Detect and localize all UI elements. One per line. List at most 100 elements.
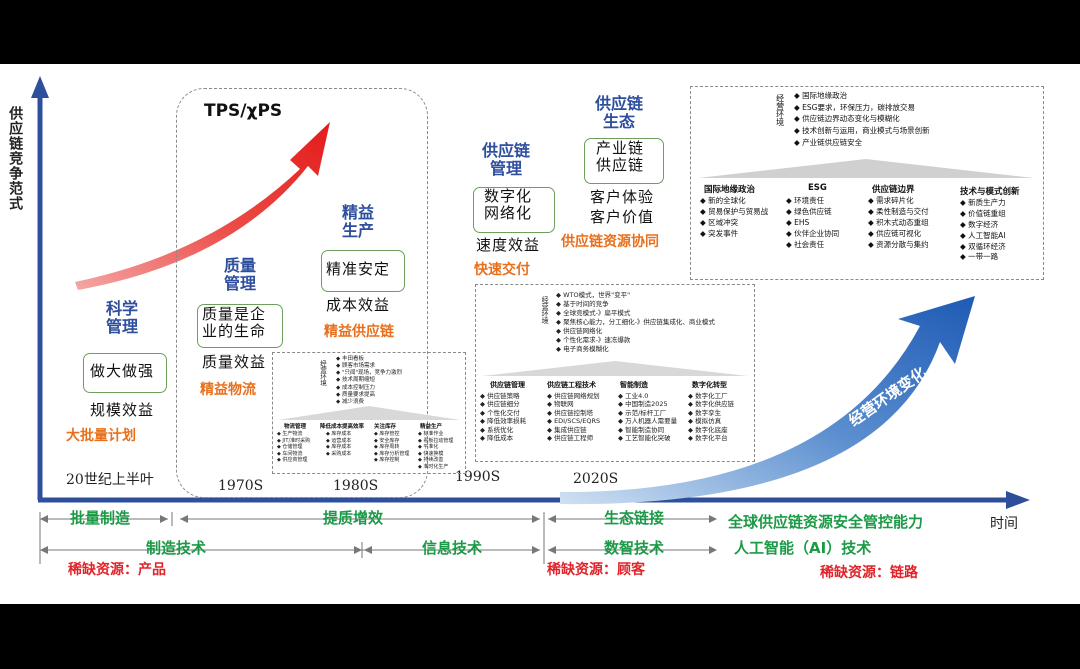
timeline-r1-0: 批量制造 xyxy=(70,509,131,527)
item: ◆ 仓储管理 xyxy=(277,444,303,450)
item: ◆ 准时化生产 xyxy=(418,463,449,470)
bullet: ◆ 顾客市场需求 xyxy=(336,363,375,370)
stage5-box xyxy=(584,138,664,184)
item: ◆ 新的全球化 xyxy=(700,196,746,205)
item: ◆ 区域冲突 xyxy=(700,217,739,227)
stage2-tag: 精益物流 xyxy=(200,382,256,398)
stage1-box-text: 做大做强 xyxy=(90,362,155,380)
box-1990-roof xyxy=(482,361,748,376)
blue-trend-arrow xyxy=(560,296,975,505)
box-2020-bullets: ◆ 国际地缘政治 ◆ ESG要求，环保压力，碳排放交易 ◆ 供应链边界动态变化与… xyxy=(794,90,930,148)
x-axis-label: 时间 xyxy=(990,516,1018,532)
item: ◆ 个性化交付 xyxy=(480,408,520,417)
item: ◆ 突发事件 xyxy=(700,228,739,238)
item: ◆ 智能制造协同 xyxy=(618,425,665,434)
item: ◆ 车间物流 xyxy=(277,450,303,457)
box-1980-col4: ◆ 标准作业 ◆ 看板拉动管理 ◆ 平准化 ◆ 快速换模 ◆ 持续改善 ◆ 准时… xyxy=(418,431,453,470)
box-1990-col1-head: 供应链管理 xyxy=(490,381,525,389)
stage4-era: 1990S xyxy=(455,469,501,485)
stage1-box xyxy=(83,353,167,393)
bullet: ◆ 技术周期缩短 xyxy=(336,377,375,384)
item: ◆ 降低成本 xyxy=(480,434,514,443)
box-1990-col1: ◆ 供应链策略 ◆ 供应链细分 ◆ 个性化交付 ◆ 降低效率损耗 ◆ 系统优化 … xyxy=(480,392,526,443)
item: ◆ 中国制造2025 xyxy=(618,400,668,409)
item: ◆ 数字孪生 xyxy=(688,408,722,417)
item: ◆ 资源分散与集约 xyxy=(868,239,929,249)
item: ◆ 贸易保护与贸易战 xyxy=(700,206,769,216)
bullet: ◆ 基于时间的竞争 xyxy=(556,299,609,308)
item: ◆ 供应链可视化 xyxy=(868,228,922,238)
item: ◆ 库存周转 xyxy=(374,444,400,450)
bullet: ◆ 产业链供应链安全 xyxy=(794,137,863,147)
bullet: ◆ "只闻"现场，竞争力激烈 xyxy=(336,370,403,377)
bullet: ◆ 供应链网络化 xyxy=(556,326,603,335)
box-1980-bullets: ◆ 丰田看板 ◆ 顾客市场需求 ◆ "只闻"现场，竞争力激烈 ◆ 技术周期缩短 … xyxy=(336,356,402,406)
item: ◆ 万人机器人需要量 xyxy=(618,417,678,426)
item: ◆ EDI/SCS/EQRS xyxy=(547,417,601,426)
bullet: ◆ 成本控制压力 xyxy=(336,384,375,391)
item: ◆ 数字经济 xyxy=(960,219,999,229)
box-2020-env: 经营环境 xyxy=(775,94,785,126)
item: ◆ 系统优化 xyxy=(480,425,514,434)
timeline-r1-3: 全球供应链资源安全管控能力 xyxy=(728,513,924,531)
item: ◆ 集成供应链 xyxy=(547,425,587,434)
item: ◆ 工艺智能化突破 xyxy=(618,434,671,443)
stage3-title: 精益 生产 xyxy=(342,203,375,241)
box-2020-col2-head: ESG xyxy=(808,183,827,193)
item: ◆ 持续改善 xyxy=(418,457,444,463)
box-1990-col3: ◆ 工业4.0 ◆ 中国制造2025 ◆ 示范/标杆工厂 ◆ 万人机器人需要量 … xyxy=(618,392,677,443)
y-axis-label: 供应链竞争范式 xyxy=(7,106,24,211)
diagram-canvas: 供应链竞争范式 时间 TPS/χPS 供应链竞争范式变化 经营环境变化 科学 管… xyxy=(0,64,1080,604)
box-1990-col3-head: 智能制造 xyxy=(620,381,648,389)
item: ◆ 伙伴企业协同 xyxy=(786,228,840,238)
item: ◆ 供应链网络规划 xyxy=(547,392,600,400)
stage2-title: 质量 管理 xyxy=(224,256,257,294)
bullet: ◆ WTO模式，世界"变平" xyxy=(556,291,631,299)
item: ◆ 双循环经济 xyxy=(960,241,1006,251)
stage1-sub: 规模效益 xyxy=(90,401,155,419)
stage3-box xyxy=(321,250,405,292)
item: ◆ 供应链控制塔 xyxy=(547,408,594,417)
item: ◆ 一带一路 xyxy=(960,252,999,262)
box-2020-col3-head: 供应链边界 xyxy=(872,185,915,195)
box-1980-col3-head: 关注库存 xyxy=(374,424,397,430)
stage5-era: 2020S xyxy=(573,471,619,487)
item: ◆ 需求碎片化 xyxy=(868,196,914,205)
tps-label: TPS/χPS xyxy=(204,101,283,121)
item: ◆ 绿色供应链 xyxy=(786,206,832,216)
stage4-box xyxy=(473,187,555,233)
timeline-r2-1: 信息技术 xyxy=(422,539,483,557)
item: ◆ 采购成本 xyxy=(326,450,352,457)
bullet: ◆ 聚焦核心能力，分工细化-》供应链集成化、商业模式 xyxy=(556,317,715,326)
item: ◆ 数字化工厂 xyxy=(688,392,728,400)
box-2020-col2: ◆ 环境责任 ◆ 绿色供应链 ◆ EHS ◆ 伙伴企业协同 ◆ 社会责任 xyxy=(786,196,839,250)
bullet: ◆ 供应链边界动态变化与模糊化 xyxy=(794,114,900,124)
x-axis xyxy=(38,491,1030,509)
item: ◆ 数字化供应链 xyxy=(688,400,735,409)
timeline-r2-2: 数智技术 xyxy=(604,539,665,557)
stage5-sub: 客户体验 客户价值 xyxy=(590,188,655,227)
stage4-sub: 速度效益 xyxy=(476,236,541,254)
item: ◆ 供应链工程师 xyxy=(547,434,594,443)
item: ◆ 社会责任 xyxy=(786,239,825,249)
item: ◆ 新质生产力 xyxy=(960,198,1006,207)
stage5-box-text: 产业链 供应链 xyxy=(596,139,645,175)
timeline-r3-1: 稀缺资源：顾客 xyxy=(547,562,645,578)
item: ◆ 标准作业 xyxy=(418,431,444,437)
item: ◆ 积木式动态重组 xyxy=(868,217,929,227)
item: ◆ 看板拉动管理 xyxy=(418,437,454,444)
item: ◆ 安全库存 xyxy=(374,437,400,444)
box-1990-col2: ◆ 供应链网络规划 ◆ 物联网 ◆ 供应链控制塔 ◆ EDI/SCS/EQRS … xyxy=(547,392,600,443)
stage2-sub: 质量效益 xyxy=(202,353,267,371)
box-2020-col3: ◆ 需求碎片化 ◆ 柔性制造与交付 ◆ 积木式动态重组 ◆ 供应链可视化 ◆ 资… xyxy=(868,196,929,250)
stage4-tag: 快速交付 xyxy=(474,262,530,278)
item: ◆ 数字化底座 xyxy=(688,425,728,434)
stage3-box-text: 精准安定 xyxy=(326,260,391,278)
box-1980-col4-head: 精益生产 xyxy=(420,424,443,430)
item: ◆ 物联网 xyxy=(547,400,574,409)
timeline-r3-0: 稀缺资源：产品 xyxy=(68,562,166,578)
stage2-box-text: 质量是企 业的生命 xyxy=(202,305,267,341)
stage4-box-text: 数字化 网络化 xyxy=(484,187,533,223)
bullet: ◆ 个性化需求-》速冻爆款 xyxy=(556,335,631,344)
axes-layer xyxy=(31,76,1030,564)
